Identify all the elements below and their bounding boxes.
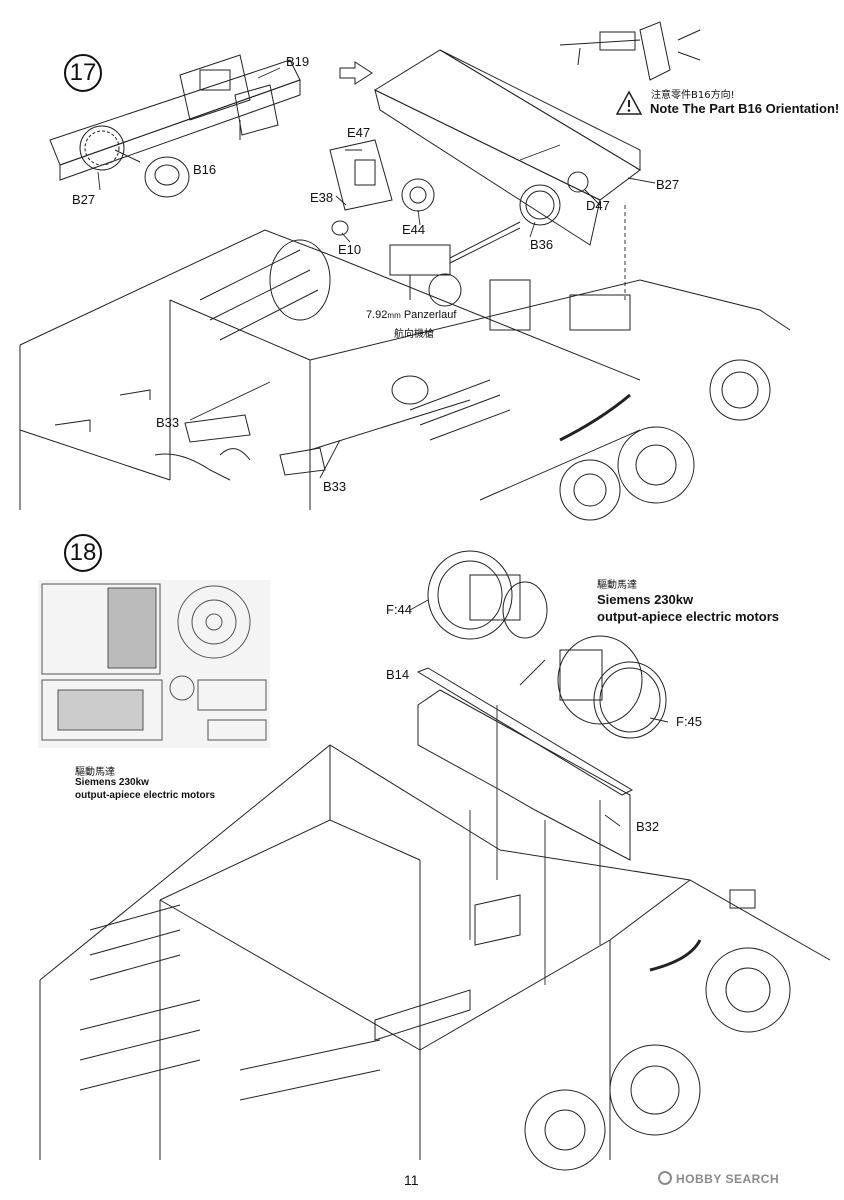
label-e10: E10 [338,242,362,257]
label-b14: B14 [386,667,410,682]
inset-mg-orientation [559,21,701,81]
step-17-number: 17 [64,54,102,92]
photo-caption-line1: Siemens 230kw [75,777,149,788]
warning-icon [615,90,643,115]
label-b33-left: B33 [156,415,180,430]
part-b32-plate [417,689,631,861]
motor-caption-line1: Siemens 230kw [597,592,694,607]
part-b27-left-plate [49,59,301,181]
part-f44-motor [427,550,548,640]
label-b32: B32 [636,819,660,834]
label-b16: B16 [193,162,217,177]
label-b27-left: B27 [72,192,96,207]
label-e47: E47 [347,125,371,140]
label-b27-right: B27 [656,177,680,192]
warning-text-cn: 注意零件B16方向! [651,90,735,101]
watermark: HOBBY SEARCH [676,1172,780,1186]
label-f44: F:44 [386,602,413,617]
hull-body-step18 [39,744,831,1171]
motor-caption-line2: output-apiece electric motors [597,609,780,624]
part-b19 [179,54,279,140]
part-hull-front-plate-right [373,49,641,246]
direction-arrow [339,61,373,85]
part-e38-e47 [329,139,435,236]
label-b33-right: B33 [323,479,347,494]
step-18-number: 18 [64,534,102,572]
photo-caption-cn: 驅動馬達 [75,767,115,778]
label-e44: E44 [402,222,426,237]
leader-lines-17 [97,67,656,479]
part-b14-strip [416,667,634,796]
photo-caption-line2: output-apiece electric motors [75,790,216,801]
label-b36: B36 [530,237,554,252]
label-mg-cn: 航向機槍 [394,329,434,340]
hobby-search-logo-icon [658,1171,672,1185]
label-e38: E38 [310,190,334,205]
part-f45-motor [557,635,667,739]
part-b16 [114,149,190,198]
warning-text-en: Note The Part B16 Orientation! [650,101,840,116]
leader-lines-18 [409,599,669,985]
motor-caption-cn: 驅動馬達 [597,580,637,591]
label-f45: F:45 [676,714,703,729]
label-d47: D47 [586,198,610,213]
hull-body-step17 [19,229,791,521]
motor-blueprint-image [38,580,270,748]
label-mg-caliber: 7.92mm Panzerlauf [366,309,457,321]
page-number: 11 [404,1172,419,1188]
label-b19: B19 [286,54,310,69]
